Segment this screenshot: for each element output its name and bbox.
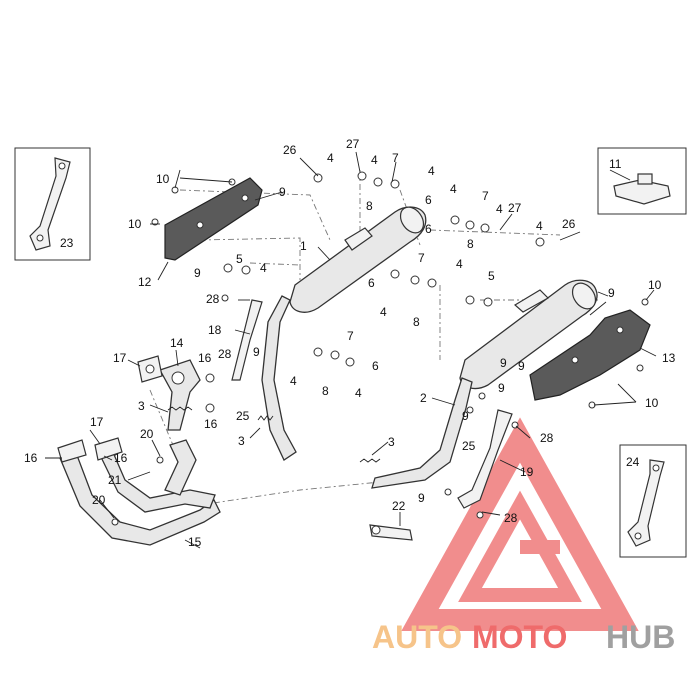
callout-6-b: 6 bbox=[425, 222, 432, 236]
bracket-19 bbox=[457, 409, 513, 509]
callout-17-a: 17 bbox=[113, 351, 127, 365]
callout-21: 21 bbox=[108, 473, 122, 487]
lambda-sensor bbox=[369, 524, 413, 541]
callout-8-b: 8 bbox=[467, 237, 474, 251]
callout-9-i: 9 bbox=[498, 381, 505, 395]
muffler-left bbox=[261, 206, 427, 461]
inset-box-24 bbox=[619, 444, 687, 558]
callout-9-h: 9 bbox=[418, 491, 425, 505]
callout-27-b: 27 bbox=[508, 201, 522, 215]
callout-12: 12 bbox=[138, 275, 152, 289]
callout-7-b: 7 bbox=[482, 189, 489, 203]
callout-10-a: 10 bbox=[156, 172, 170, 186]
callout-26-a: 26 bbox=[283, 143, 297, 157]
callout-4-f: 4 bbox=[536, 219, 543, 233]
callout-4-j: 4 bbox=[290, 374, 297, 388]
callout-9-d: 9 bbox=[608, 286, 615, 300]
callout-3-c: 3 bbox=[388, 435, 395, 449]
inset-box-11 bbox=[597, 147, 687, 215]
callout-27-a: 27 bbox=[346, 137, 360, 151]
watermark-logo bbox=[401, 417, 639, 631]
callout-28-d: 28 bbox=[504, 511, 518, 525]
callout-26-b: 26 bbox=[562, 217, 576, 231]
callout-4-c: 4 bbox=[428, 164, 435, 178]
callout-5-a: 5 bbox=[236, 252, 243, 266]
callout-23: 23 bbox=[60, 236, 74, 250]
callout-4-g: 4 bbox=[260, 261, 267, 275]
callout-22: 22 bbox=[392, 499, 406, 513]
callout-4-i: 4 bbox=[380, 305, 387, 319]
watermark-text: AUTO MOTO HUB bbox=[372, 619, 675, 655]
callout-20-b: 20 bbox=[92, 493, 106, 507]
collector-14 bbox=[159, 359, 201, 431]
callout-4-e: 4 bbox=[496, 202, 503, 216]
watermark-moto: MOTO bbox=[472, 619, 567, 655]
header-pipe-15 bbox=[57, 437, 221, 546]
callout-14: 14 bbox=[170, 336, 184, 350]
callout-16-d: 16 bbox=[114, 451, 128, 465]
callout-3-b: 3 bbox=[238, 434, 245, 448]
callout-6-a: 6 bbox=[425, 193, 432, 207]
callout-16-b: 16 bbox=[204, 417, 218, 431]
callout-8-c: 8 bbox=[413, 315, 420, 329]
springs bbox=[167, 406, 381, 463]
heat-shield-left bbox=[164, 177, 263, 261]
callout-28-b: 28 bbox=[218, 347, 232, 361]
callout-9-g: 9 bbox=[462, 409, 469, 423]
callout-9-a: 9 bbox=[279, 185, 286, 199]
callout-10-d: 10 bbox=[645, 396, 659, 410]
callout-28-a: 28 bbox=[206, 292, 220, 306]
callout-9-b: 9 bbox=[194, 266, 201, 280]
callout-18: 18 bbox=[208, 323, 222, 337]
callout-5-b: 5 bbox=[488, 269, 495, 283]
callout-16-c: 16 bbox=[24, 451, 38, 465]
inset-box-23 bbox=[14, 147, 91, 261]
callout-labels: 1 2 3 3 3 4 4 4 4 4 4 4 4 4 4 4 5 5 6 6 … bbox=[24, 137, 676, 549]
muffler-right bbox=[371, 279, 598, 489]
callout-10-b: 10 bbox=[128, 217, 142, 231]
callout-8-a: 8 bbox=[366, 199, 373, 213]
callout-25-b: 25 bbox=[462, 439, 476, 453]
callout-24: 24 bbox=[626, 455, 640, 469]
callout-11: 11 bbox=[609, 157, 622, 171]
gasket-17-top bbox=[137, 355, 163, 383]
callout-4-b: 4 bbox=[371, 153, 378, 167]
callout-3-a: 3 bbox=[138, 399, 145, 413]
callout-4-h: 4 bbox=[456, 257, 463, 271]
callout-6-c: 6 bbox=[368, 276, 375, 290]
callout-4-a: 4 bbox=[327, 151, 334, 165]
callout-9-e: 9 bbox=[500, 356, 507, 370]
callout-7-a: 7 bbox=[392, 151, 399, 165]
hardware bbox=[111, 171, 649, 526]
callout-10-c: 10 bbox=[648, 278, 662, 292]
callout-4-d: 4 bbox=[450, 182, 457, 196]
callout-19: 19 bbox=[520, 465, 534, 479]
watermark-auto: AUTO bbox=[372, 619, 462, 655]
callout-6-d: 6 bbox=[372, 359, 379, 373]
callout-15: 15 bbox=[188, 535, 202, 549]
bracket-18 bbox=[231, 299, 263, 381]
callout-28-c: 28 bbox=[540, 431, 554, 445]
callout-17-b: 17 bbox=[90, 415, 104, 429]
callout-4-k: 4 bbox=[355, 386, 362, 400]
callout-9-c: 9 bbox=[253, 345, 260, 359]
callout-25-a: 25 bbox=[236, 409, 250, 423]
callout-20-a: 20 bbox=[140, 427, 154, 441]
callout-9-f: 9 bbox=[518, 359, 525, 373]
heat-shield-right bbox=[529, 309, 651, 401]
watermark-hub: HUB bbox=[606, 619, 675, 655]
callout-16-a: 16 bbox=[198, 351, 212, 365]
callout-7-c: 7 bbox=[418, 251, 425, 265]
leader-lines bbox=[45, 151, 657, 549]
callout-1: 1 bbox=[300, 239, 307, 253]
callout-13: 13 bbox=[662, 351, 676, 365]
callout-7-d: 7 bbox=[347, 329, 354, 343]
callout-8-d: 8 bbox=[322, 384, 329, 398]
callout-2: 2 bbox=[420, 391, 427, 405]
